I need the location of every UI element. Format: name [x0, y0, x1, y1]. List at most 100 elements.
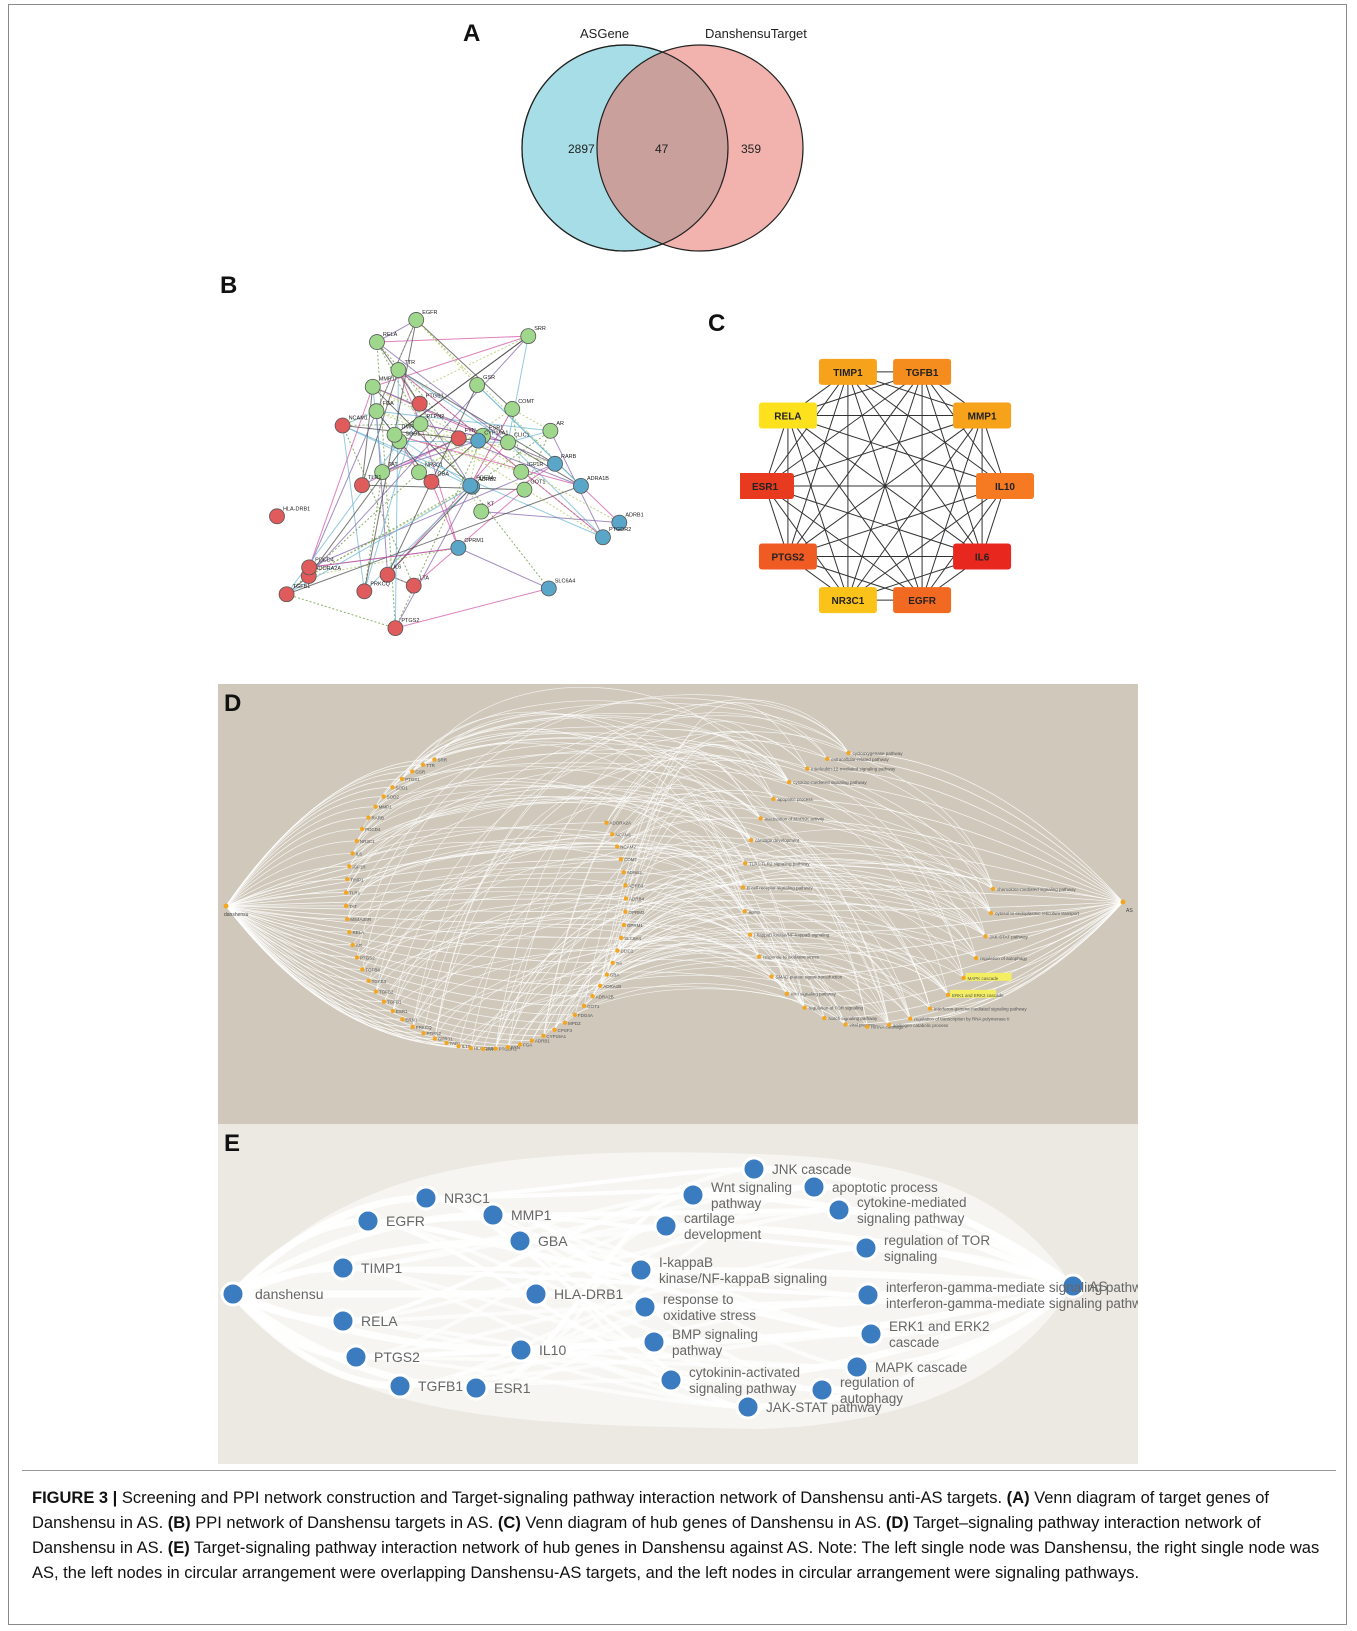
- pathway-node: [784, 991, 790, 996]
- target-label: PRKCQ: [416, 1025, 433, 1030]
- edge-target-pathway: [475, 1193, 694, 1390]
- ppi-node-label: PTPN2: [427, 414, 445, 420]
- pathway-label: pathway: [672, 1343, 723, 1358]
- edge-danshensu-target: [225, 840, 357, 907]
- pathway-node: [945, 992, 951, 998]
- target-node: [390, 1008, 396, 1014]
- pathway-node: [973, 955, 979, 961]
- edge-target-pathway: [346, 866, 911, 1019]
- edge-target-pathway: [434, 740, 828, 1039]
- edge-pathway-as: [930, 901, 1124, 1009]
- ppi-edge: [511, 408, 522, 472]
- edge-target-pathway: [606, 758, 761, 975]
- edge-target-pathway: [345, 786, 752, 893]
- edge-target-pathway: [583, 959, 931, 1009]
- hub-edge: [787, 415, 983, 557]
- hub-edge: [921, 415, 983, 601]
- pathway-label: interleukin-12-mediated signaling pathwa…: [811, 767, 896, 772]
- ppi-edge: [398, 369, 556, 465]
- venn-count-left: 2897: [568, 142, 595, 156]
- target-node: [444, 1040, 449, 1046]
- target-node: [373, 989, 379, 994]
- target-label: IL10: [462, 1044, 471, 1049]
- danshensu-label: danshensu: [224, 912, 249, 918]
- hub-edge: [764, 485, 923, 601]
- pathway-node: [658, 1367, 684, 1393]
- edge-target-pathway: [507, 965, 931, 1048]
- edge-pathway-as: [773, 798, 1124, 903]
- hub-edge: [764, 485, 849, 601]
- edge-target-pathway: [507, 751, 774, 1048]
- ppi-node-label: PRKCQ: [370, 581, 390, 587]
- hub-edge: [764, 414, 983, 487]
- ppi-node-label: GBA: [437, 472, 449, 478]
- target-label: GBA: [538, 1233, 568, 1249]
- as-label: AS: [1126, 908, 1133, 914]
- edge-target-pathway: [375, 715, 849, 992]
- pathway-node: [771, 796, 776, 802]
- edge-target-pathway: [434, 726, 994, 890]
- target-node: [354, 838, 360, 844]
- target-label: PDCD4: [365, 827, 381, 832]
- edge-target-pathway: [361, 743, 774, 830]
- edge-danshensu-target: [225, 905, 593, 997]
- edge-target-pathway: [356, 749, 790, 842]
- target-label: ERN1: [405, 1017, 418, 1022]
- ppi-edge: [342, 423, 421, 427]
- target-label: RELA: [352, 930, 364, 935]
- target-node: [350, 942, 355, 948]
- target-node: [581, 1003, 587, 1009]
- ppi-node: [269, 508, 285, 525]
- ppi-node-label: LTA: [420, 576, 430, 582]
- edge-target-pathway: [383, 917, 788, 1002]
- ppi-edge: [413, 489, 525, 587]
- target-label: ESR1: [494, 1380, 531, 1396]
- edge-target-pathway: [434, 713, 868, 1027]
- pathway-node: [844, 1354, 870, 1380]
- edge-target-pathway: [412, 938, 949, 1027]
- ppi-edge: [397, 369, 421, 425]
- pathway-node: [858, 1321, 884, 1347]
- pathway-node: [756, 954, 762, 959]
- ppi-node: [547, 455, 563, 472]
- target-node: [400, 1017, 405, 1022]
- ppi-node: [504, 401, 521, 417]
- edge-danshensu-target: [225, 905, 575, 1016]
- ppi-node-label: ADRA1B: [587, 476, 609, 482]
- target-node: [399, 776, 405, 782]
- edge-target-pathway: [412, 880, 986, 1027]
- hub-gene-label: IL6: [975, 553, 990, 564]
- target-label: TGFB1: [418, 1378, 463, 1394]
- target-node: [387, 1373, 413, 1399]
- edge-target-pathway: [606, 787, 761, 975]
- edge-target-pathway: [412, 893, 986, 1027]
- ppi-node-label: COMT: [518, 399, 535, 405]
- edge-danshensu-target: [225, 905, 555, 1031]
- pathway-label: apoptotic process: [777, 797, 813, 802]
- ppi-edge: [342, 425, 473, 488]
- pathway-label: cartilage: [684, 1211, 735, 1226]
- edge-target-pathway: [383, 884, 986, 1002]
- hub-gene-label: TGFB1: [906, 368, 939, 379]
- ppi-node: [390, 362, 407, 378]
- edge-target-pathway: [352, 766, 761, 854]
- pathway-label: apoptotic process: [832, 1180, 938, 1195]
- ppi-network: SRRCLIC1GSRTATTTRGOT1SOD1FGAIGF1RNR3C1AR…: [269, 310, 644, 637]
- target-node: [493, 1046, 498, 1051]
- ppi-edge: [381, 437, 459, 473]
- pathway-label: interferon-gamma-mediate signaling pathw…: [886, 1280, 1138, 1295]
- target-label: FYN: [511, 1045, 520, 1050]
- ppi-edge: [342, 425, 415, 586]
- pathway-label: interferon-gamma-mediate signaling pathw…: [886, 1296, 1138, 1311]
- hub-gene-node: [818, 587, 877, 614]
- target-node: [360, 967, 365, 972]
- edge-pathway-as: [991, 901, 1124, 914]
- target-label: NCAM1: [615, 832, 631, 837]
- edge-target-pathway: [346, 796, 746, 880]
- pathway-label: response to: [663, 1292, 734, 1307]
- edge-target-pathway: [482, 876, 992, 1050]
- edge-target-pathway: [617, 908, 805, 1008]
- target-label: MS4A3SR: [350, 917, 372, 922]
- ppi-edge: [342, 425, 365, 592]
